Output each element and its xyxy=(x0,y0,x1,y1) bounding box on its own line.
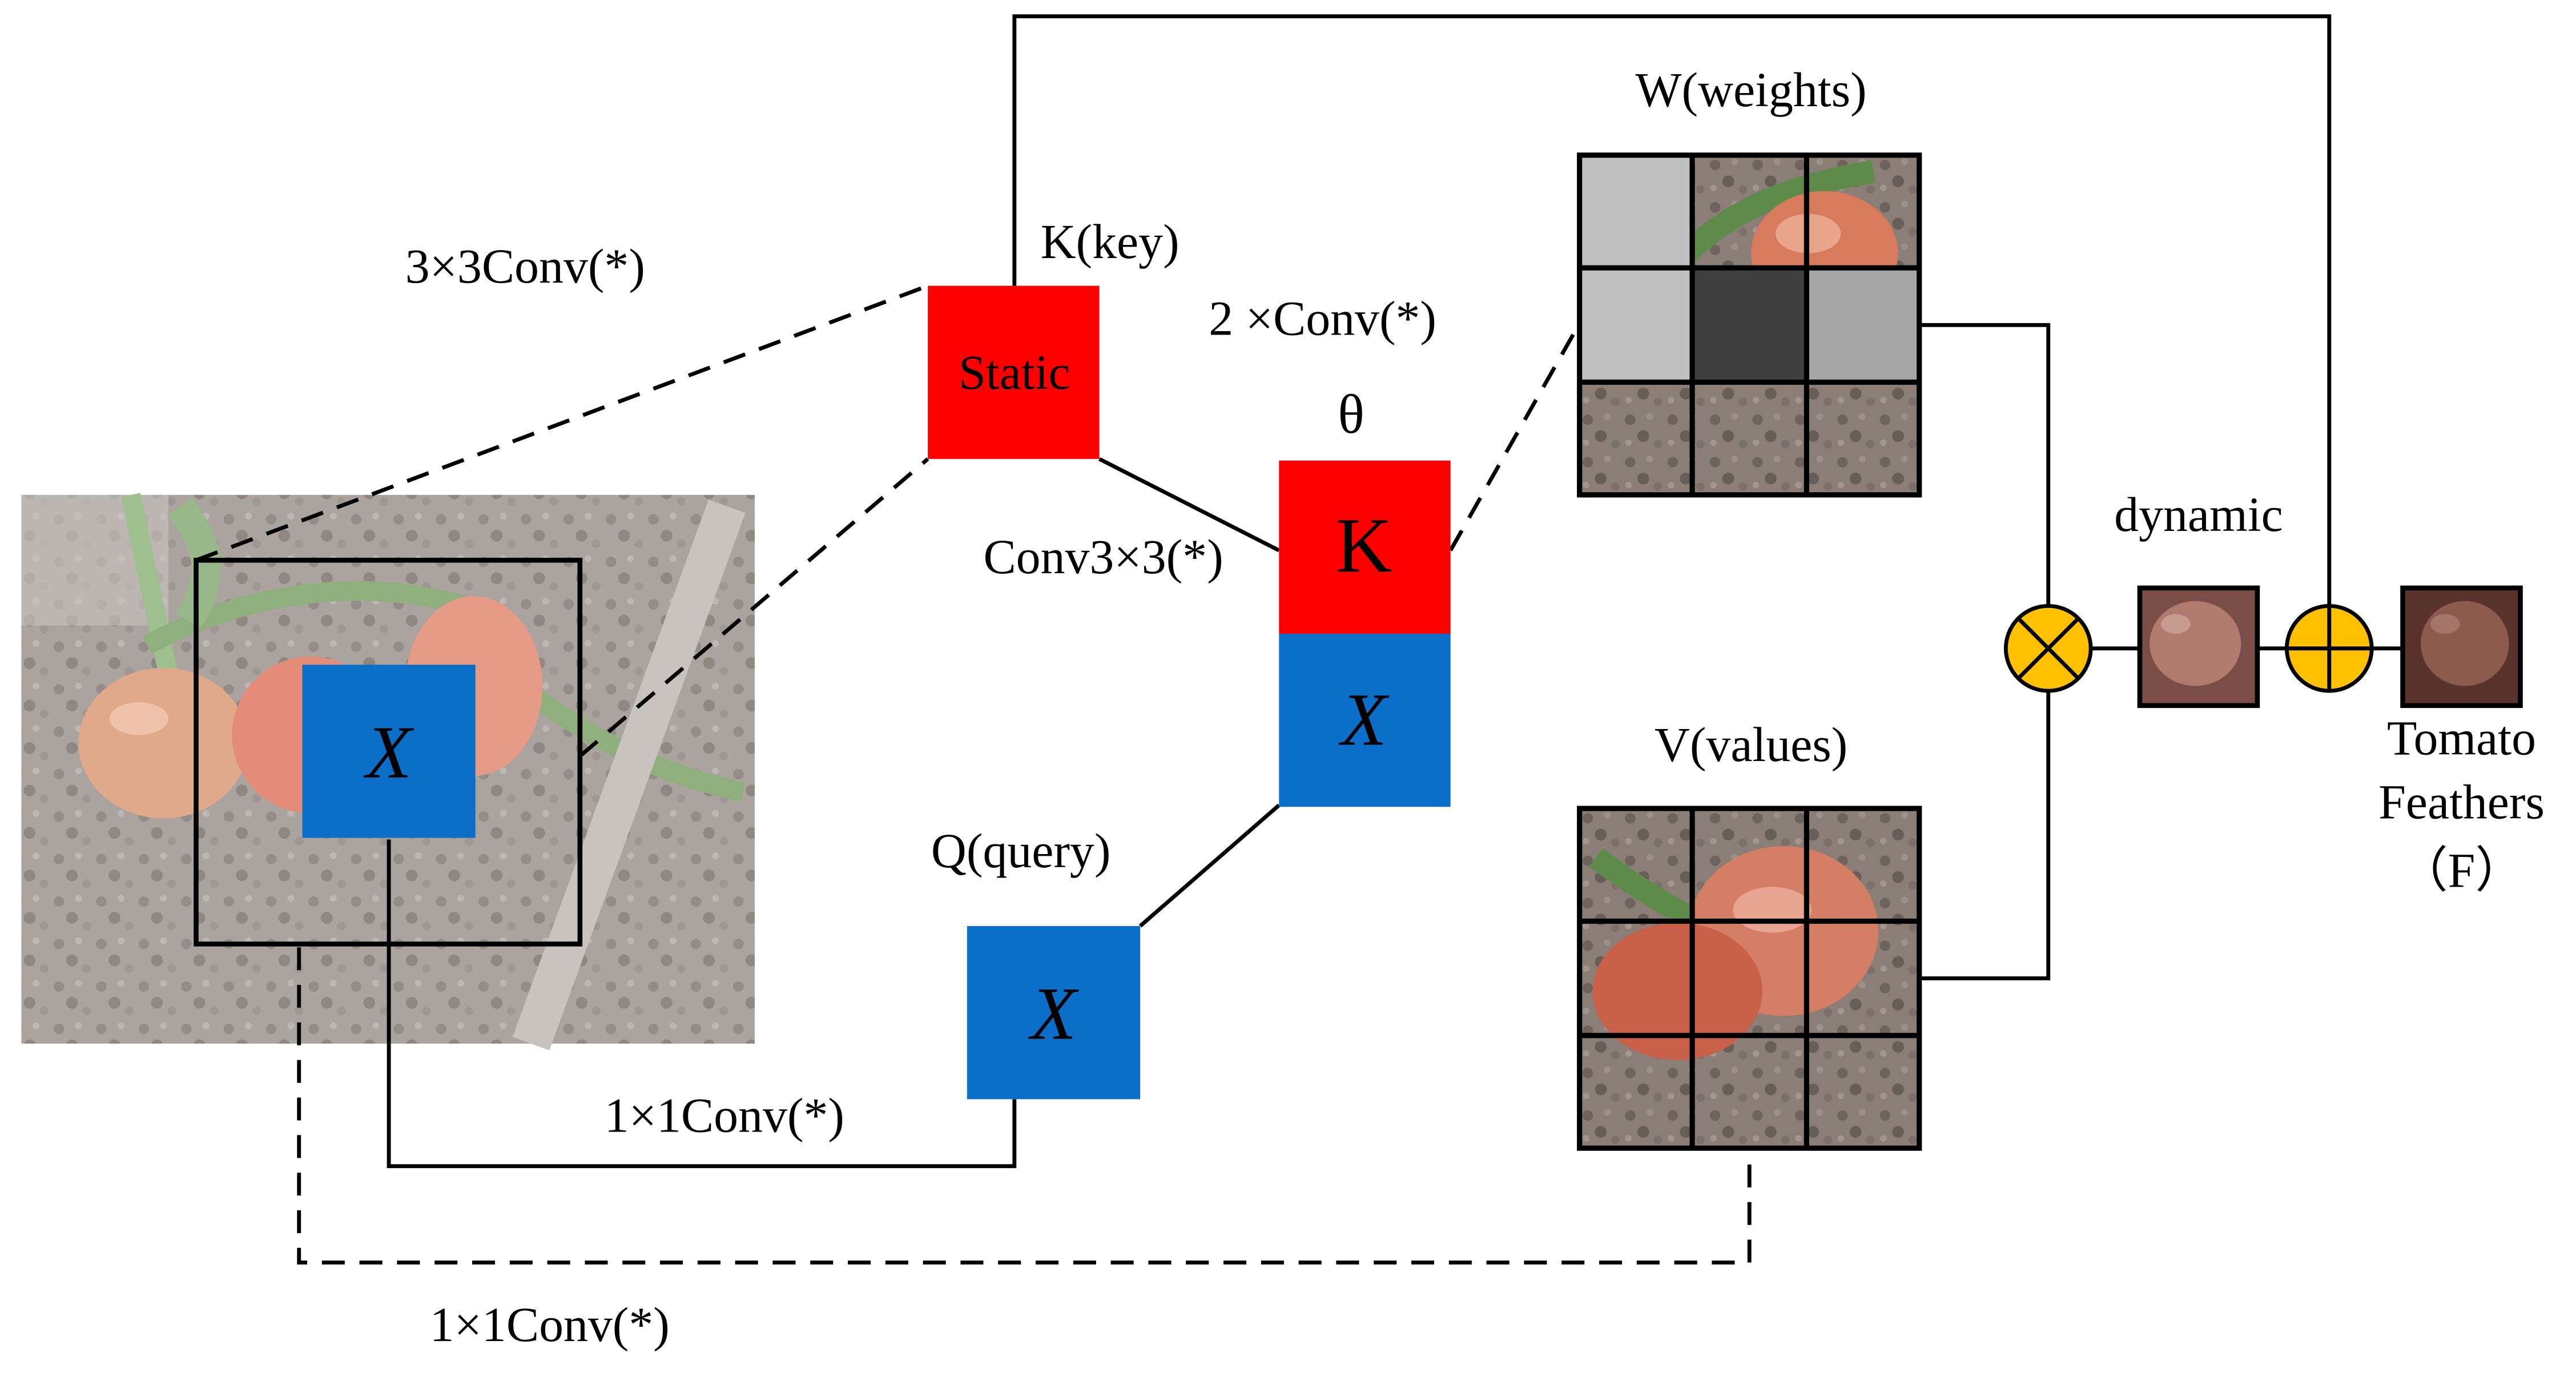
circled-times-icon xyxy=(2003,603,2093,693)
key-value-stack: K X xyxy=(1279,460,1451,807)
dashed-line-input-to-values xyxy=(297,947,1752,1265)
line-static-to-k xyxy=(1098,457,1280,553)
circled-plus-icon xyxy=(2284,603,2374,693)
values-grid xyxy=(1577,806,1922,1151)
line-weights-to-multiply xyxy=(1919,323,2051,608)
line-input-to-query xyxy=(387,839,1017,1169)
label-theta: θ xyxy=(1338,384,1365,445)
label-query: Q(query) xyxy=(931,824,1111,878)
weights-grid xyxy=(1577,152,1922,498)
receptive-field-frame xyxy=(194,557,583,947)
query-x-letter: X xyxy=(1028,973,1079,1056)
line-skip-static-to-add xyxy=(1012,14,2332,605)
label-output-line3: （F） xyxy=(2399,843,2524,897)
label-weights: W(weights) xyxy=(1635,63,1866,117)
input-x-block: X xyxy=(302,665,476,838)
line-query-to-x xyxy=(1138,803,1281,928)
label-conv1x1-solid: 1×1Conv(*) xyxy=(605,1089,844,1143)
label-key: K(key) xyxy=(1041,215,1180,269)
dynamic-patch xyxy=(2137,585,2260,708)
dashed-line-k-to-weights xyxy=(1448,322,1581,551)
output-patch xyxy=(2400,585,2523,708)
label-conv3x3-mid: Conv3×3(*) xyxy=(983,530,1223,584)
query-block: X xyxy=(967,926,1141,1100)
x-block xyxy=(1279,634,1451,807)
k-block xyxy=(1279,460,1451,634)
label-output-line2: Feathers xyxy=(2378,775,2545,829)
k-letter: K xyxy=(1335,502,1392,589)
connection-lines xyxy=(195,14,2403,1265)
label-dynamic: dynamic xyxy=(2114,488,2283,542)
label-output-line1: Tomato xyxy=(2387,711,2536,766)
label-values: V(values) xyxy=(1655,718,1848,772)
dashed-line-static-bottom xyxy=(578,457,929,758)
text-labels: 3×3Conv(*) K(key) 2 ×Conv(*) θ Conv3×3(*… xyxy=(405,63,2545,1352)
dashed-line-static-top xyxy=(195,284,929,562)
static-block: Static xyxy=(928,285,1100,459)
line-values-to-multiply xyxy=(1919,689,2051,981)
label-conv1x1-dashed: 1×1Conv(*) xyxy=(430,1298,670,1352)
input-x-letter: X xyxy=(363,711,414,794)
static-label: Static xyxy=(959,345,1070,400)
label-two-conv: 2 ×Conv(*) xyxy=(1209,291,1436,345)
label-conv3x3-left: 3×3Conv(*) xyxy=(405,239,645,293)
stack-x-letter: X xyxy=(1338,679,1390,762)
